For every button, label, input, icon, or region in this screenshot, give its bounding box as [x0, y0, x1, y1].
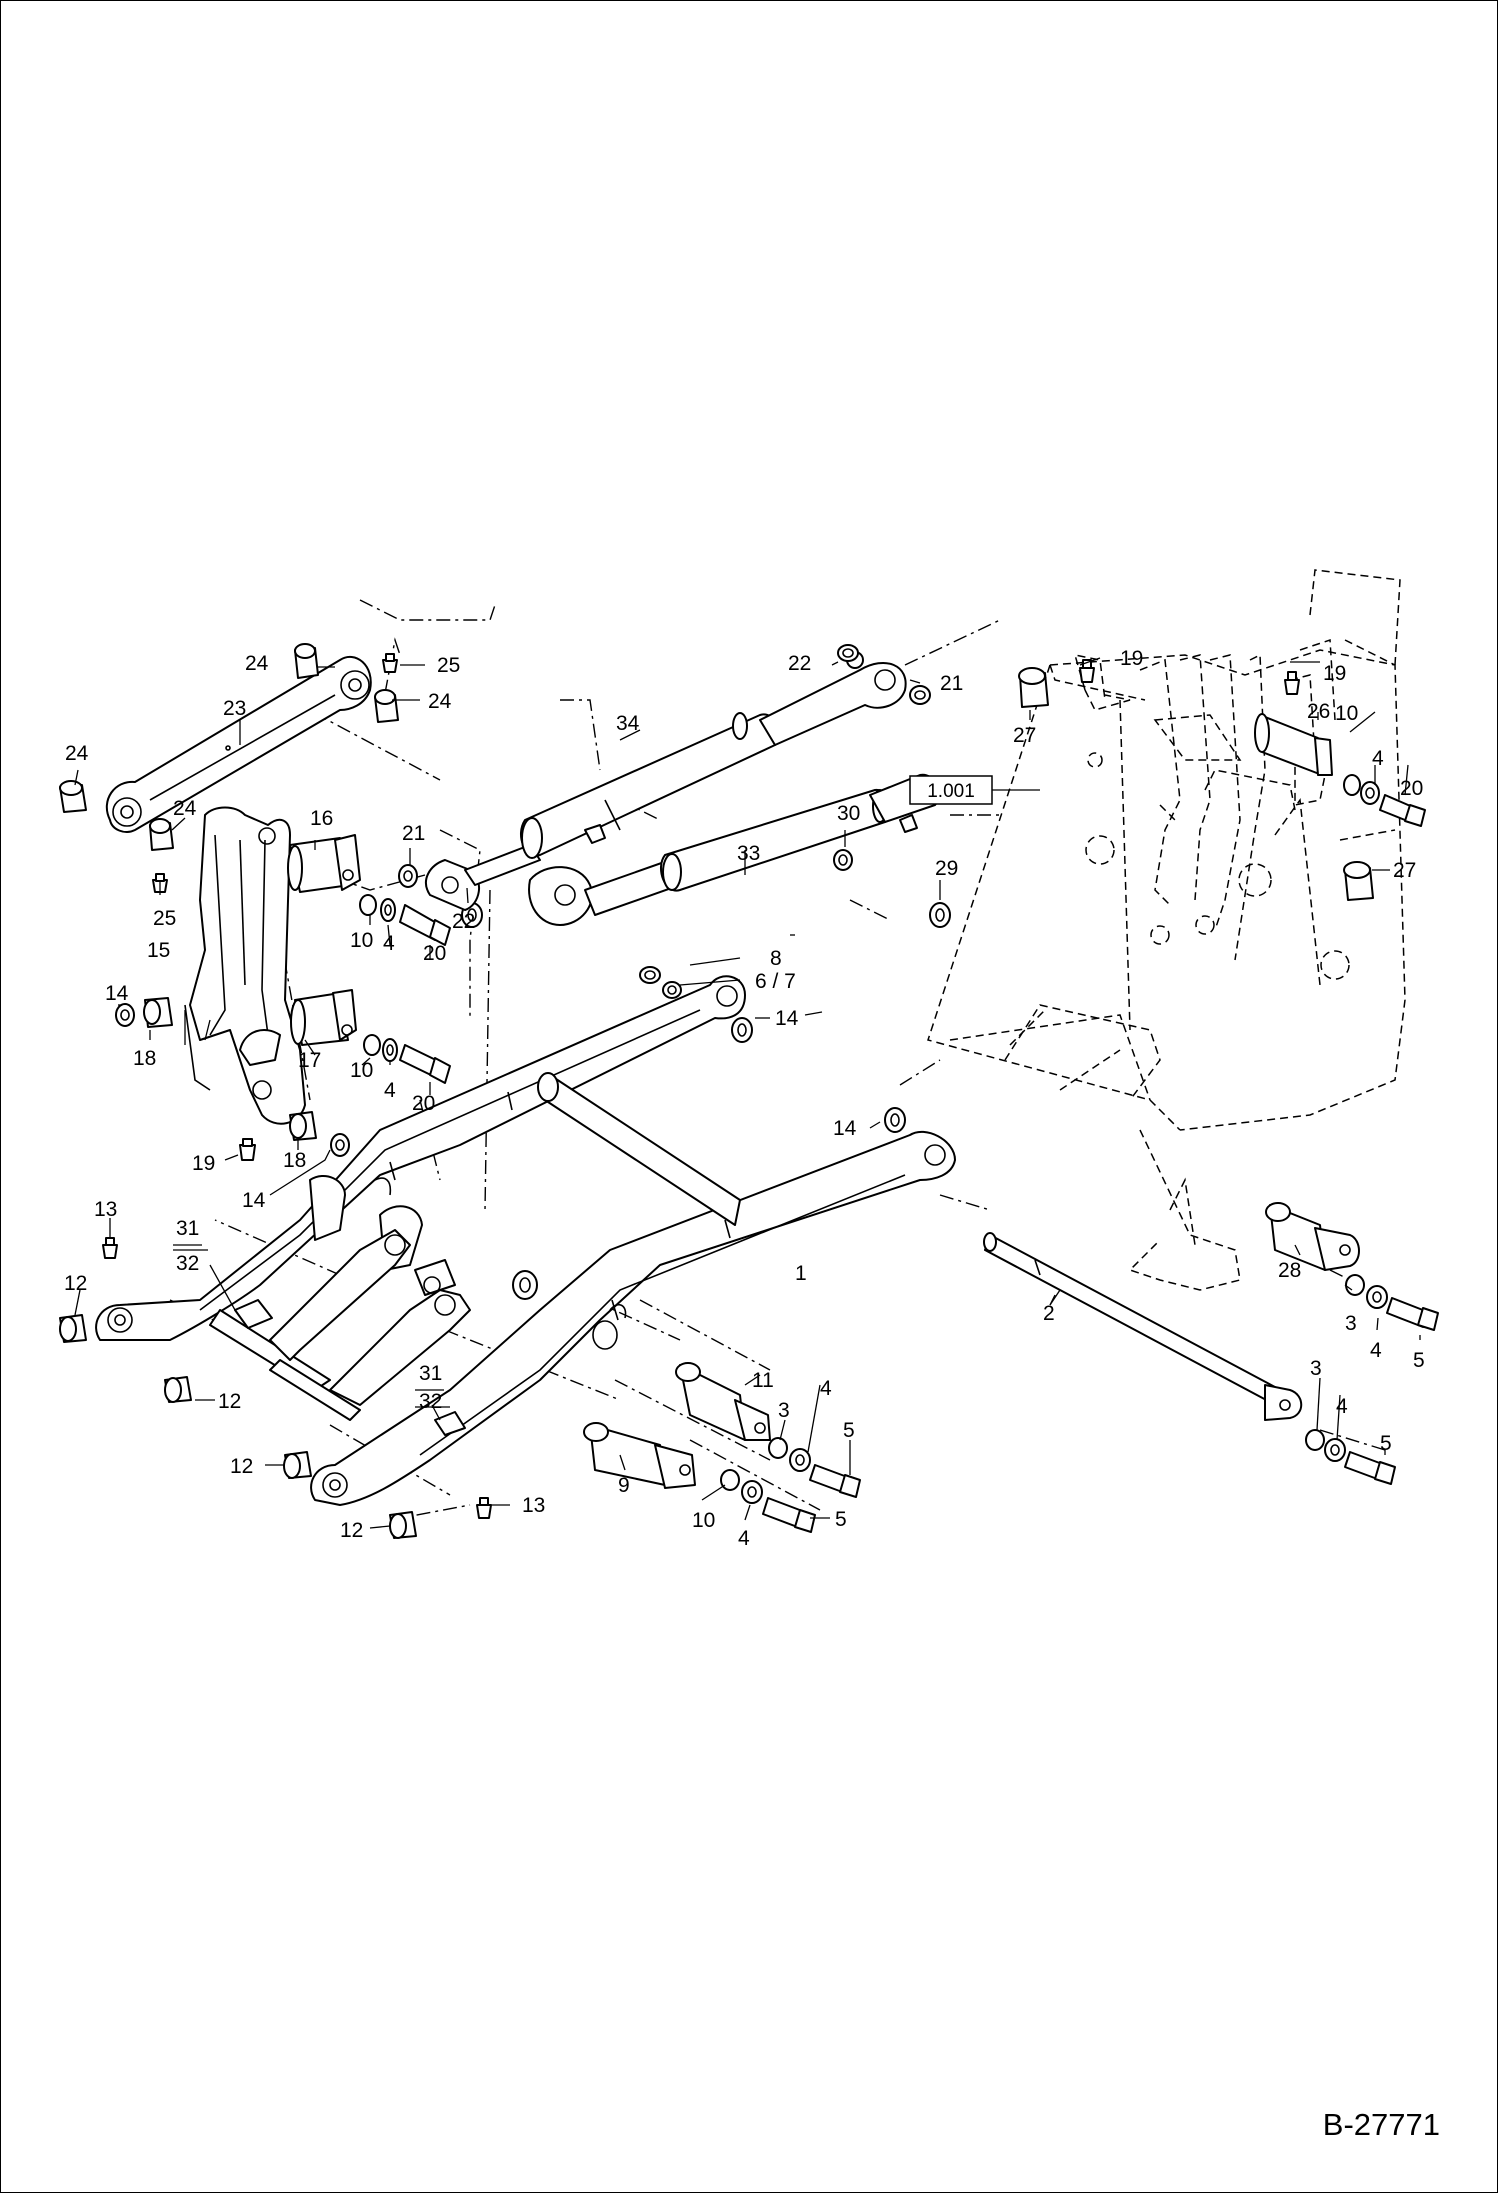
callout-12[interactable]: 12: [340, 1519, 363, 1542]
callout-8[interactable]: 8: [770, 947, 782, 970]
callout-4[interactable]: 4: [384, 1079, 396, 1102]
callout-10[interactable]: 10: [1335, 702, 1358, 725]
callout-20[interactable]: 20: [1400, 777, 1423, 800]
callout-25[interactable]: 25: [437, 654, 460, 677]
callout-33[interactable]: 33: [737, 842, 760, 865]
callout-31[interactable]: 31: [419, 1362, 442, 1385]
callout-20[interactable]: 20: [412, 1092, 435, 1115]
callout-10[interactable]: 10: [692, 1509, 715, 1532]
callout-16[interactable]: 16: [310, 807, 333, 830]
callout-23[interactable]: 23: [223, 697, 246, 720]
callout-5[interactable]: 5: [1380, 1432, 1392, 1455]
callout-27[interactable]: 27: [1013, 724, 1036, 747]
callout-12[interactable]: 12: [230, 1455, 253, 1478]
callout-28[interactable]: 28: [1278, 1259, 1301, 1282]
callout-30[interactable]: 30: [837, 802, 860, 825]
callout-5[interactable]: 5: [1413, 1349, 1425, 1372]
hardware-16-17: [359, 864, 483, 1084]
callout-6-7[interactable]: 6 / 7: [755, 970, 796, 993]
bushing-12-set: [59, 1237, 492, 1539]
pin-17: [290, 989, 357, 1046]
callout-19[interactable]: 19: [1323, 662, 1346, 685]
drawing-number: B-27771: [1322, 2107, 1440, 2142]
callout-15[interactable]: 15: [147, 939, 170, 962]
center-lines: [169, 599, 1386, 1521]
callout-2[interactable]: 2: [1043, 1302, 1055, 1325]
callout-14[interactable]: 14: [775, 1007, 799, 1030]
callout-4[interactable]: 4: [738, 1527, 750, 1550]
callout-4[interactable]: 4: [383, 932, 395, 955]
callout-11[interactable]: 11: [752, 1369, 774, 1392]
callout-29[interactable]: 29: [935, 857, 958, 880]
callout-24[interactable]: 24: [173, 797, 197, 820]
callout-14[interactable]: 14: [833, 1117, 857, 1140]
callout-5[interactable]: 5: [835, 1508, 847, 1531]
callout-22[interactable]: 22: [452, 910, 475, 933]
callout-18[interactable]: 18: [133, 1047, 156, 1070]
callout-27[interactable]: 27: [1393, 859, 1416, 882]
leader-lines: [74, 657, 1421, 1529]
callout-10[interactable]: 10: [350, 1059, 373, 1082]
callout-14[interactable]: 14: [105, 982, 129, 1005]
callout-13[interactable]: 13: [94, 1198, 117, 1221]
callout-4[interactable]: 4: [820, 1377, 832, 1400]
callout-labels: 1 2 3 3 3 4 4 4 4 4 4 4 5 5 5 5 6 / 7 8 …: [64, 647, 1425, 1550]
callout-18[interactable]: 18: [283, 1149, 306, 1172]
callout-31[interactable]: 31: [176, 1217, 199, 1240]
hardware-left-14-18-19: [115, 997, 350, 1161]
callout-20[interactable]: 20: [423, 942, 446, 965]
callout-3[interactable]: 3: [1310, 1357, 1322, 1380]
callout-19[interactable]: 19: [192, 1152, 215, 1175]
callout-34[interactable]: 34: [616, 712, 640, 735]
callout-24[interactable]: 24: [245, 652, 269, 675]
callout-22[interactable]: 22: [788, 652, 811, 675]
callout-21[interactable]: 21: [940, 672, 963, 695]
cylinder-33: [528, 773, 951, 1043]
callout-12[interactable]: 12: [64, 1272, 87, 1295]
tilt-link-15: [184, 806, 306, 1125]
loader-arm-1: [95, 975, 956, 1506]
callout-13[interactable]: 13: [522, 1494, 545, 1517]
callout-24[interactable]: 24: [65, 742, 89, 765]
callout-3[interactable]: 3: [778, 1399, 790, 1422]
callout-17[interactable]: 17: [298, 1049, 321, 1072]
pin-9: [583, 1422, 696, 1489]
callout-24[interactable]: 24: [428, 690, 452, 713]
reference-box-label: 1.001: [927, 781, 975, 802]
callout-32[interactable]: 32: [176, 1252, 199, 1275]
upper-link-23: [105, 655, 372, 833]
callout-21[interactable]: 21: [402, 822, 425, 845]
cylinder-34: [425, 644, 931, 911]
pin-2: [983, 1232, 1396, 1485]
hardware-9-11: [720, 1437, 861, 1533]
callout-19[interactable]: 19: [1120, 647, 1143, 670]
callout-3[interactable]: 3: [1345, 1312, 1357, 1335]
callout-9[interactable]: 9: [618, 1474, 630, 1497]
callout-1[interactable]: 1: [795, 1262, 807, 1285]
bushing-24-set: [59, 643, 399, 851]
pin-28: [884, 1107, 1439, 1331]
callout-4[interactable]: 4: [1372, 747, 1384, 770]
callout-26[interactable]: 26: [1307, 700, 1330, 723]
hardware-right-top: [1018, 659, 1426, 901]
callout-4[interactable]: 4: [1370, 1339, 1382, 1362]
main-frame-phantom: [927, 569, 1406, 1291]
callout-32[interactable]: 32: [419, 1390, 442, 1413]
callout-4[interactable]: 4: [1336, 1395, 1348, 1418]
callout-12[interactable]: 12: [218, 1390, 241, 1413]
pin-11: [675, 1362, 771, 1441]
callout-5[interactable]: 5: [843, 1419, 855, 1442]
callout-14[interactable]: 14: [242, 1189, 266, 1212]
callout-10[interactable]: 10: [350, 929, 373, 952]
callout-25[interactable]: 25: [153, 907, 176, 930]
reference-box[interactable]: 1.001: [909, 775, 1040, 805]
pin-16: [287, 834, 361, 893]
